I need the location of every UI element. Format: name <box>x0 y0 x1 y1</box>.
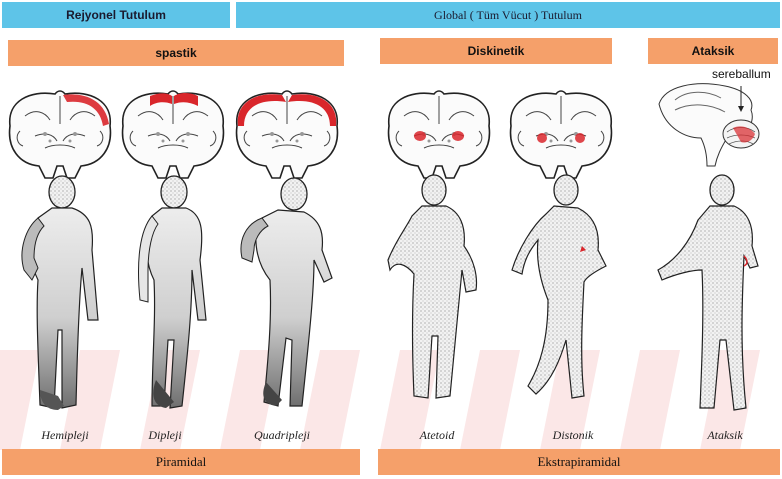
brain-dystonic <box>511 91 612 178</box>
caption-dystonic: Distonik <box>538 428 608 443</box>
footer-pyramidal-label: Piramidal <box>156 454 207 470</box>
brain-hemiplegia <box>10 91 111 178</box>
figure-diplegia <box>139 176 207 408</box>
header-global: Global ( Tüm Vücut ) Tutulum <box>236 2 780 28</box>
caption-diplegia: Dipleji <box>130 428 200 443</box>
figure-athetoid <box>388 175 477 398</box>
header-regional: Rejyonel Tutulum <box>2 2 230 28</box>
brain-quadriplegia <box>237 91 338 178</box>
body-figures <box>0 170 782 420</box>
category-ataxic-label: Ataksik <box>692 44 735 58</box>
header-global-label: Global ( Tüm Vücut ) Tutulum <box>434 8 582 23</box>
caption-hemiplegia: Hemipleji <box>30 428 100 443</box>
figure-hemiplegia <box>22 176 98 410</box>
header-regional-label: Rejyonel Tutulum <box>66 8 166 22</box>
brain-athetoid <box>389 91 490 178</box>
caption-athetoid: Atetoid <box>402 428 472 443</box>
figure-quadriplegia <box>241 178 332 406</box>
category-dyskinetic-label: Diskinetik <box>468 44 525 58</box>
footer-pyramidal: Piramidal <box>2 449 360 475</box>
brain-sagittal-cerebellum <box>659 84 759 166</box>
figure-ataxic <box>658 175 758 410</box>
caption-quadriplegia: Quadripleji <box>242 428 322 443</box>
cerebellum-label: sereballum <box>712 67 771 81</box>
footer-extrapyramidal: Ekstrapiramidal <box>378 449 780 475</box>
figure-dystonic <box>512 175 606 398</box>
brain-diplegia <box>123 91 224 178</box>
category-ataxic: Ataksik <box>648 38 778 64</box>
category-spastic-label: spastik <box>155 46 196 60</box>
category-dyskinetic: Diskinetik <box>380 38 612 64</box>
footer-extrapyramidal-label: Ekstrapiramidal <box>537 454 620 470</box>
caption-ataxic: Ataksik <box>690 428 760 443</box>
category-spastic: spastik <box>8 40 344 66</box>
